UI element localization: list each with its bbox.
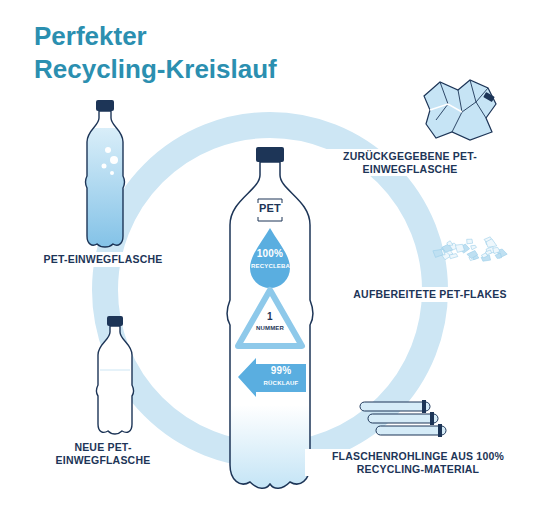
percent-value: 100% [252, 249, 288, 259]
pet-flakes [433, 237, 507, 261]
title: Perfekter Recycling-Kreislauf [34, 20, 154, 85]
flake [495, 253, 501, 258]
preforms [360, 400, 446, 437]
flake [467, 239, 473, 244]
station-label: AUFBEREITETE PET-FLAKES [332, 287, 528, 302]
flake [433, 250, 443, 258]
new-bottle [97, 316, 134, 434]
flake [447, 241, 453, 246]
badge-caption: RECYCLEBAR [251, 263, 289, 269]
crushed-bottle [424, 80, 496, 140]
station-label: PET-EINWEGFLASCHE [37, 252, 169, 267]
flake [471, 245, 477, 249]
station-label: FLASCHENROHLINGE AUS 100% RECYCLING-MATE… [305, 449, 531, 476]
material-code: PET [250, 203, 290, 214]
central-bottle [225, 147, 315, 495]
flake [485, 250, 491, 255]
station-label: ZURÜCKGEGEBENE PET-EINWEGFLASCHE [310, 149, 510, 176]
flake [467, 251, 478, 259]
badge-caption: RÜCKLAUF [259, 380, 303, 386]
flake [455, 244, 464, 252]
flake [486, 239, 497, 248]
station-label: NEUE PET-EINWEGFLASCHE [37, 440, 169, 467]
flake [493, 247, 500, 253]
resin-number: 1 [260, 312, 280, 322]
badge-caption: NUMMER [253, 325, 287, 331]
full-bottle [85, 100, 125, 253]
percent-value: 99% [259, 366, 303, 376]
flake [449, 254, 457, 259]
